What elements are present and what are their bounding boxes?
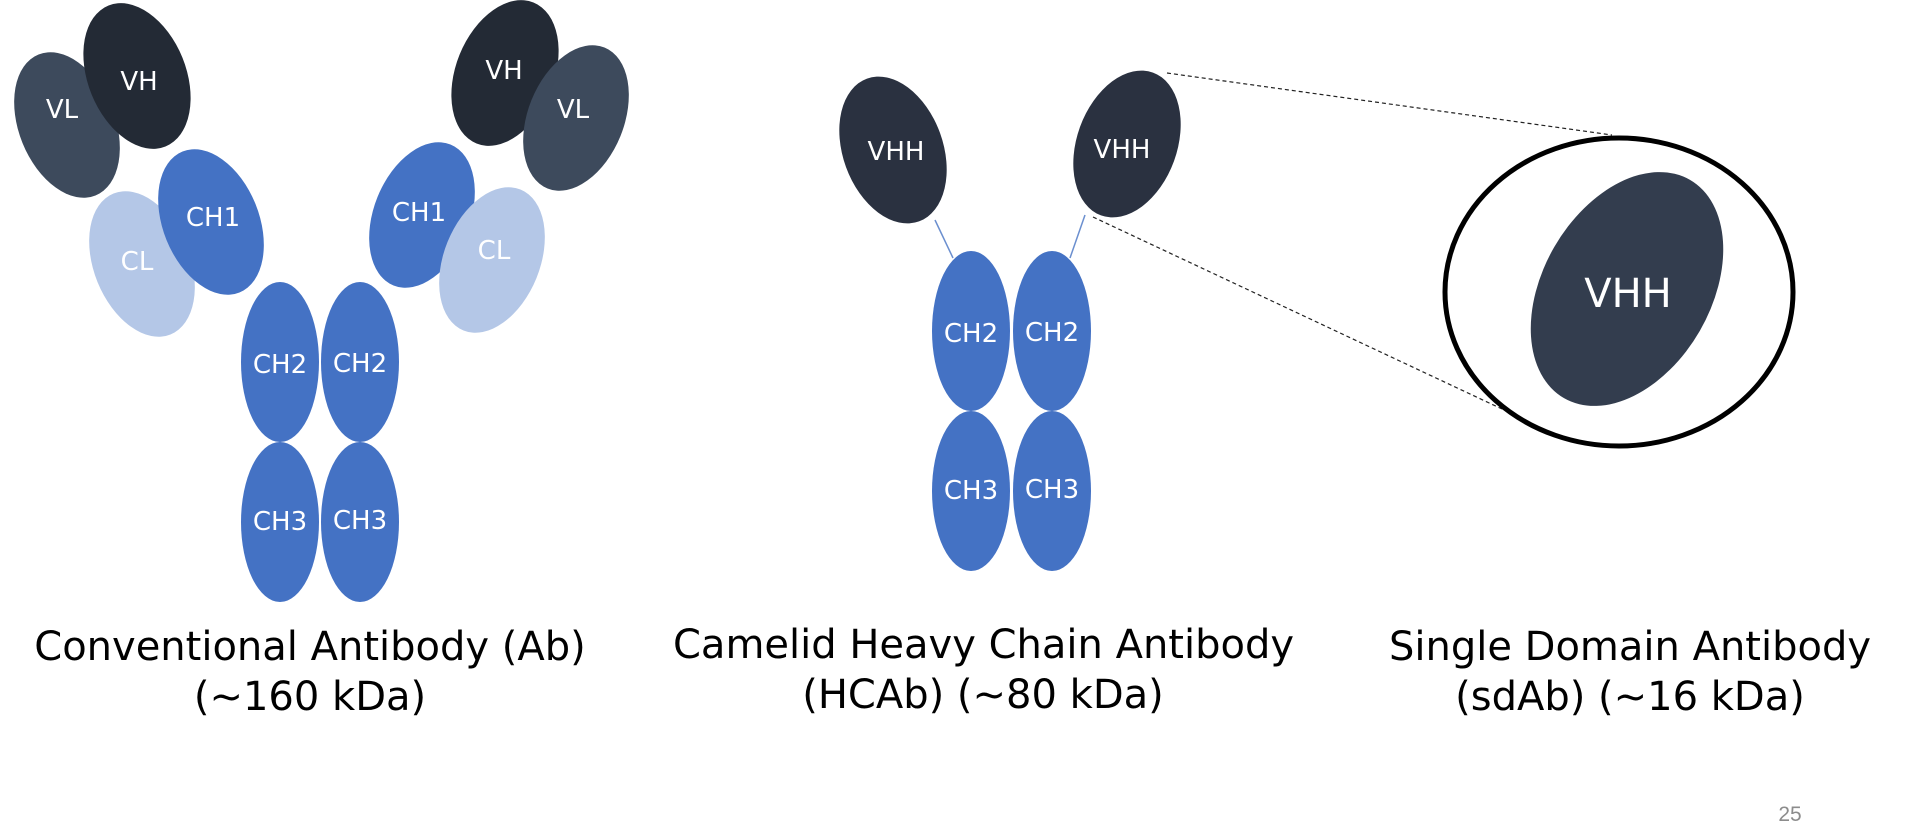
conventional-ch3-left-label: CH3 <box>253 507 307 537</box>
camelid-left-hinge-line <box>934 219 954 259</box>
conventional-ch1-left-label: CH1 <box>186 203 240 233</box>
camelid-vhh-right-label: VHH <box>1094 135 1151 165</box>
zoom-line-bottom <box>1092 216 1503 410</box>
conventional-vl-left-label: VL <box>46 95 79 125</box>
camelid-antibody-caption-line1: Camelid Heavy Chain Antibody <box>673 622 1295 668</box>
conventional-vh-left-label: VH <box>120 67 157 97</box>
conventional-antibody-caption-line1: Conventional Antibody (Ab) <box>34 624 586 670</box>
conventional-antibody-caption: Conventional Antibody (Ab) (~160 kDa) <box>0 622 620 722</box>
sdab-vhh-domain: VHH <box>1530 172 1724 406</box>
conventional-ch1-left-domain: CH1 <box>158 149 264 295</box>
conventional-vl-right-label: VL <box>557 95 590 125</box>
camelid-ch2-left-shape <box>932 251 1010 411</box>
conventional-cl-right-shape <box>439 187 545 333</box>
conventional-ch3-right-label: CH3 <box>333 506 387 536</box>
conventional-vl-right-domain: VL <box>523 45 629 191</box>
page-number: 25 <box>1778 803 1802 826</box>
camelid-ch3-left-domain: CH3 <box>932 411 1010 571</box>
conventional-ch2-left-domain: CH2 <box>241 282 319 442</box>
conventional-vh-left-domain: VH <box>83 3 191 149</box>
zoom-indicator <box>1092 72 1613 410</box>
single-domain-antibody-caption-line2: (sdAb) (~16 kDa) <box>1455 674 1805 720</box>
conventional-ch3-left-domain: CH3 <box>241 442 319 602</box>
conventional-ch2-right-shape <box>321 282 399 442</box>
camelid-ch2-right-domain: CH2 <box>1013 251 1091 411</box>
camelid-ch2-right-label: CH2 <box>1025 318 1079 348</box>
conventional-ch2-left-label: CH2 <box>253 350 307 380</box>
camelid-ch3-right-domain: CH3 <box>1013 411 1091 571</box>
conventional-ch1-left-shape <box>158 149 264 295</box>
conventional-ch3-right-shape <box>321 442 399 602</box>
camelid-vhh-left-label: VHH <box>868 137 925 167</box>
conventional-antibody-diagram: VL VH CL CH1 VH VL CH1 CL <box>14 0 629 602</box>
camelid-ch3-right-shape <box>1013 411 1091 571</box>
single-domain-antibody-diagram: VHH <box>1442 135 1796 449</box>
camelid-right-hinge-line <box>1069 214 1086 259</box>
camelid-ch2-right-shape <box>1013 251 1091 411</box>
conventional-cl-left-label: CL <box>121 247 154 277</box>
single-domain-antibody-caption-line1: Single Domain Antibody <box>1388 624 1872 670</box>
conventional-cl-right-domain: CL <box>439 187 545 333</box>
conventional-ch2-right-label: CH2 <box>333 349 387 379</box>
camelid-ch3-left-shape <box>932 411 1010 571</box>
conventional-ch1-right-label: CH1 <box>392 198 446 228</box>
camelid-antibody-diagram: VHH VHH CH2 CH2 CH3 CH3 <box>839 70 1181 571</box>
camelid-ch3-left-label: CH3 <box>944 476 998 506</box>
conventional-ch3-left-shape <box>241 442 319 602</box>
conventional-ch2-left-shape <box>241 282 319 442</box>
conventional-cl-right-label: CL <box>478 236 511 266</box>
camelid-ch2-left-domain: CH2 <box>932 251 1010 411</box>
conventional-antibody-caption-line2: (~160 kDa) <box>193 674 427 720</box>
camelid-vhh-left-shape <box>839 76 947 224</box>
conventional-ch2-right-domain: CH2 <box>321 282 399 442</box>
sdab-vhh-shape <box>1530 172 1724 406</box>
zoom-line-top <box>1166 72 1613 136</box>
camelid-ch2-left-label: CH2 <box>944 319 998 349</box>
conventional-vl-right-shape <box>523 45 629 191</box>
camelid-vhh-right-shape <box>1073 70 1181 218</box>
sdab-vhh-label: VHH <box>1584 271 1672 317</box>
conventional-ch3-right-domain: CH3 <box>321 442 399 602</box>
camelid-antibody-caption-line2: (HCAb) (~80 kDa) <box>802 672 1164 718</box>
camelid-ch3-right-label: CH3 <box>1025 475 1079 505</box>
camelid-vhh-right-domain: VHH <box>1073 70 1181 218</box>
conventional-vh-right-label: VH <box>485 56 522 86</box>
camelid-antibody-caption: Camelid Heavy Chain Antibody (HCAb) (~80… <box>673 620 1295 720</box>
conventional-vh-left-shape <box>83 3 191 149</box>
single-domain-antibody-caption: Single Domain Antibody (sdAb) (~16 kDa) <box>1320 622 1908 722</box>
camelid-vhh-left-domain: VHH <box>839 76 947 224</box>
